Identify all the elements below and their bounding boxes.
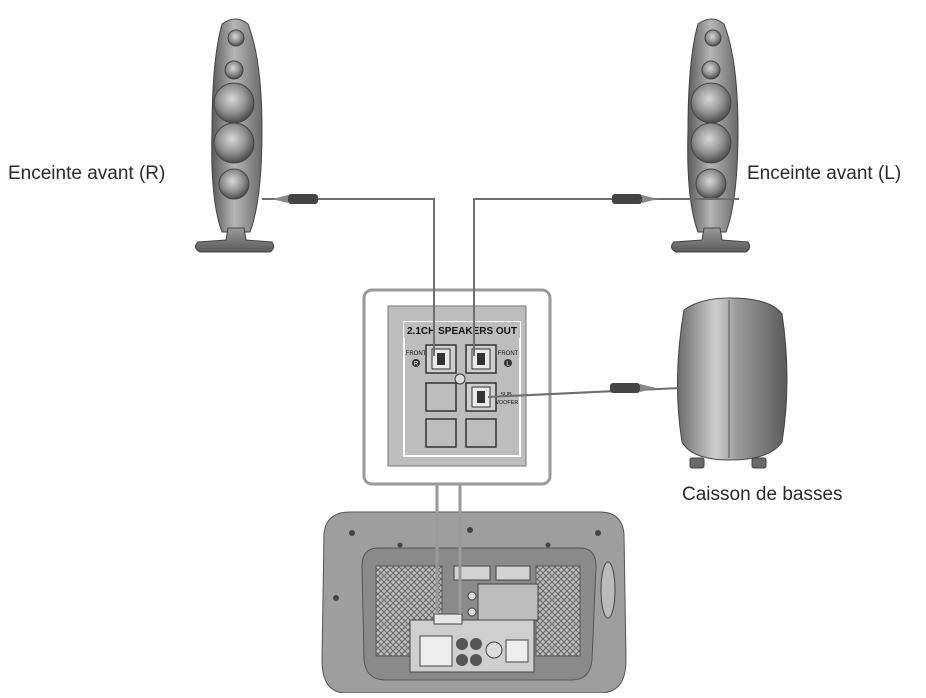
front-left-speaker-label: Enceinte avant (L) (747, 163, 902, 184)
front-right-speaker-label: Enceinte avant (R) (8, 163, 166, 184)
front-left-speaker (670, 18, 751, 253)
cable-connectors (272, 194, 658, 393)
front-left-jack (465, 344, 497, 374)
subwoofer (676, 297, 788, 469)
front-right-terminal-label: FRONT (406, 351, 427, 357)
panel-title: 2.1CH SPEAKERS OUT (407, 326, 517, 337)
main-unit-rear (321, 511, 627, 694)
front-left-terminal-mark: L (506, 362, 510, 368)
front-right-jack (425, 344, 457, 374)
front-right-speaker (194, 18, 275, 253)
subwoofer-terminal-label: SUB (500, 392, 512, 398)
speaker-terminal-panel: 2.1CH SPEAKERS OUT FRONT R FRONT L SUB W… (387, 305, 527, 467)
front-left-terminal-label: FRONT (498, 351, 519, 357)
subwoofer-label: Caisson de basses (682, 484, 843, 505)
subwoofer-jack (465, 382, 497, 412)
subwoofer-terminal-label-2: WOOFER (494, 400, 519, 406)
front-right-terminal-mark: R (414, 362, 419, 368)
